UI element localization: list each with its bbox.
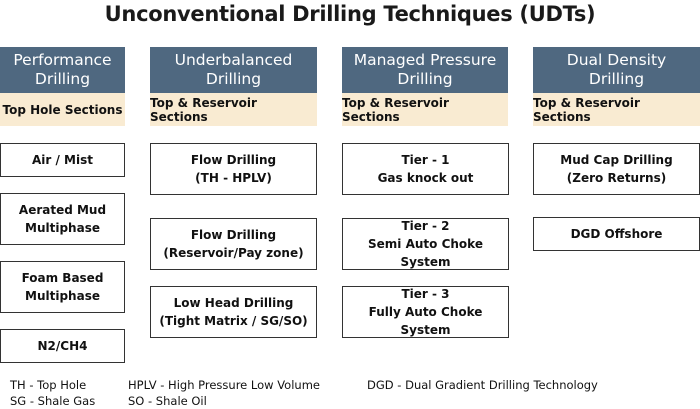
legend-abbreviations-3: DGD - Dual Gradient Drilling Technology (367, 377, 598, 393)
legend-entry: SO - Shale Oil (128, 394, 207, 408)
section-label: Top & Reservoir Sections (533, 93, 700, 126)
box-text: Tier - 3 (401, 287, 450, 301)
column-header: Managed Pressure Drilling (342, 47, 508, 93)
header-line: Drilling (588, 70, 645, 88)
box-text: DGD Offshore (570, 227, 663, 241)
technique-box: Mud Cap Drilling (Zero Returns) (533, 143, 700, 195)
header-line: Managed Pressure (353, 51, 497, 69)
header-line: Drilling (397, 70, 453, 88)
technique-box: Tier - 3 Fully Auto Choke System (342, 286, 509, 338)
technique-box: Foam Based Multiphase (0, 261, 125, 313)
box-text: (Reservoir/Pay zone) (163, 246, 304, 260)
legend-abbreviations-2: HPLV - High Pressure Low Volume SO - Sha… (128, 377, 320, 409)
legend-entry: TH - Top Hole (10, 378, 87, 392)
box-text: (Zero Returns) (566, 171, 667, 185)
box-text: Tier - 2 (401, 219, 450, 233)
header-line: Drilling (34, 70, 91, 88)
header-line: Performance (13, 51, 112, 69)
box-text: Multiphase (25, 221, 100, 235)
column-managed-pressure-drilling: Managed Pressure Drilling Top & Reservoi… (342, 47, 508, 126)
column-header: Dual Density Drilling (533, 47, 700, 93)
box-text: Semi Auto Choke System (368, 237, 483, 269)
box-text: Gas knock out (377, 171, 474, 185)
box-text: Aerated Mud (18, 203, 107, 217)
box-text: Low Head Drilling (173, 296, 294, 310)
section-label: Top & Reservoir Sections (150, 93, 317, 126)
box-text: Foam Based (21, 271, 104, 285)
header-line: Dual Density (566, 51, 667, 69)
header-line: Drilling (205, 70, 262, 88)
technique-box: N2/CH4 (0, 329, 125, 363)
column-header: Performance Drilling (0, 47, 125, 93)
box-text: Multiphase (25, 289, 100, 303)
column-header: Underbalanced Drilling (150, 47, 317, 93)
box-text: Flow Drilling (190, 153, 277, 167)
technique-box: Flow Drilling (TH - HPLV) (150, 143, 317, 195)
column-dual-density-drilling: Dual Density Drilling Top & Reservoir Se… (533, 47, 700, 126)
box-text: Tier - 1 (401, 153, 450, 167)
legend-entry: DGD - Dual Gradient Drilling Technology (367, 378, 598, 392)
technique-box: Flow Drilling (Reservoir/Pay zone) (150, 218, 317, 270)
technique-box: Tier - 1 Gas knock out (342, 143, 509, 195)
technique-box: Low Head Drilling (Tight Matrix / SG/SO) (150, 286, 317, 338)
technique-box: DGD Offshore (533, 217, 700, 251)
box-text: Fully Auto Choke System (368, 305, 483, 337)
box-text: (TH - HPLV) (195, 171, 272, 185)
box-text: Mud Cap Drilling (560, 153, 673, 167)
legend-entry: HPLV - High Pressure Low Volume (128, 378, 320, 392)
box-text: (Tight Matrix / SG/SO) (159, 314, 308, 328)
column-underbalanced-drilling: Underbalanced Drilling Top & Reservoir S… (150, 47, 317, 126)
legend-abbreviations-1: TH - Top Hole SG - Shale Gas (10, 377, 95, 409)
section-label: Top Hole Sections (0, 93, 125, 126)
column-performance-drilling: Performance Drilling Top Hole Sections (0, 47, 125, 126)
technique-box: Tier - 2 Semi Auto Choke System (342, 218, 509, 270)
technique-box: Aerated Mud Multiphase (0, 193, 125, 245)
box-text: N2/CH4 (37, 339, 88, 353)
box-text: Flow Drilling (190, 228, 277, 242)
section-label: Top & Reservoir Sections (342, 93, 508, 126)
header-line: Underbalanced (174, 51, 293, 69)
legend-entry: SG - Shale Gas (10, 394, 96, 408)
diagram-title: Unconventional Drilling Techniques (UDTs… (104, 2, 596, 26)
box-text: Air / Mist (32, 153, 93, 167)
technique-box: Air / Mist (0, 143, 125, 177)
